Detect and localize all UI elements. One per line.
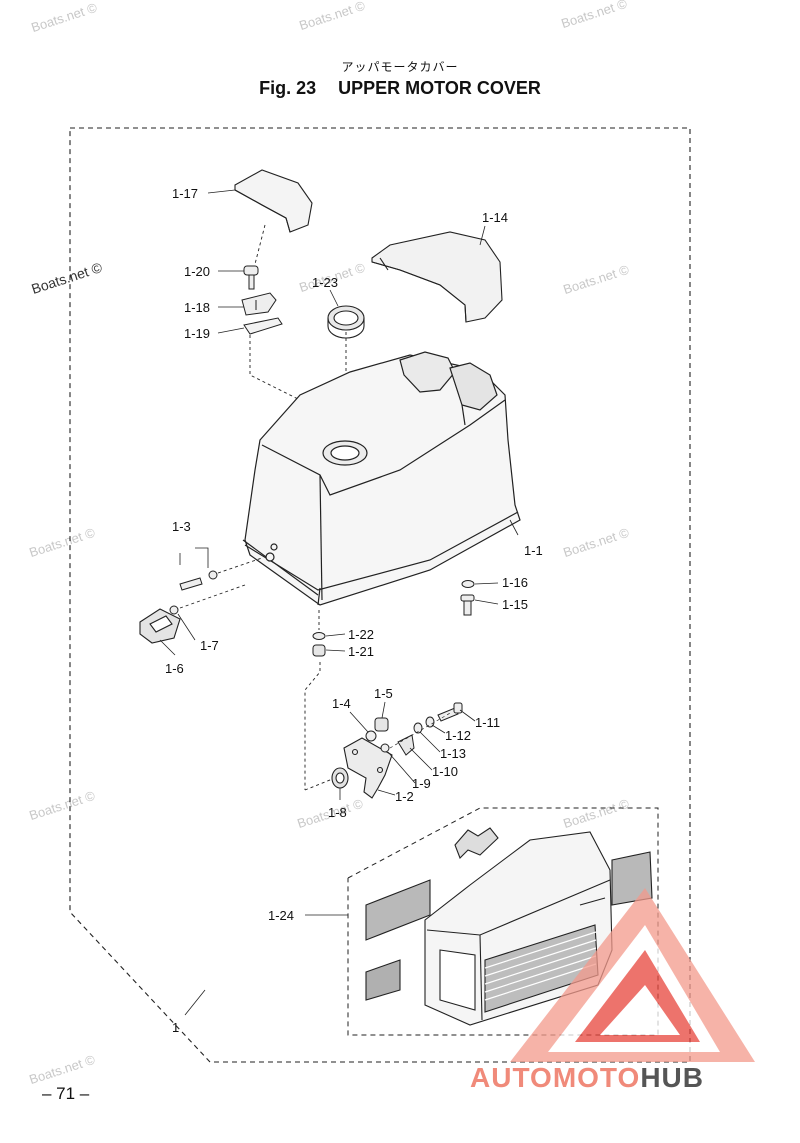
brand-logo-icon [510,888,755,1062]
part-1-19-plate [243,317,283,335]
callout-1-13: 1-13 [440,746,466,761]
callout-1-20: 1-20 [184,264,210,279]
page-number: – 71 – [42,1084,90,1103]
part-1-15-bolt [460,594,475,616]
part-1-9-pin [380,743,390,753]
callout-1-1: 1-1 [524,543,543,558]
part-1-5-bushing [374,717,389,732]
callout-1-9: 1-9 [412,776,431,791]
callout-1-16: 1-16 [502,575,528,590]
callout-1-22: 1-22 [348,627,374,642]
callout-1-5: 1-5 [374,686,393,701]
figure-number: Fig. 23 [259,78,317,98]
part-1-22-washer [312,632,326,640]
part-1-13-washer [413,722,423,734]
callout-1-7: 1-7 [200,638,219,653]
part-1-16-washer [461,580,475,588]
callout-1-11: 1-11 [475,715,500,730]
callout-1-3: 1-3 [172,519,191,534]
assembly-boundary [69,127,691,1063]
part-1-6-grip [139,608,181,644]
callout-1-4: 1-4 [332,696,351,711]
figure-title: Fig. 23 UPPER MOTOR COVER [0,78,800,99]
part-1-4-washer [365,730,377,742]
callout-1-14: 1-14 [482,210,508,225]
callout-1-10: 1-10 [432,764,458,779]
part-1-11-bolt [437,702,463,722]
callout-1-24: 1-24 [268,908,294,923]
callout-1-18: 1-18 [184,300,210,315]
part-1-21-nut [312,644,326,657]
callout-1-15: 1-15 [502,597,528,612]
callout-1-17: 1-17 [172,186,198,201]
callout-1-21: 1-21 [348,644,374,659]
callout-1-2: 1-2 [395,789,414,804]
part-1-10-cam [397,734,415,756]
part-1-18-bracket [241,292,277,316]
part-1-8-seal [331,767,349,789]
part-1-7-washer [169,605,179,615]
callout-1-6: 1-6 [165,661,184,676]
part-1-20-screw [243,265,259,290]
callout-1-8: 1-8 [328,805,347,820]
brand-part-1: AUTOMOTO [470,1062,641,1093]
callout-1: 1 [172,1020,179,1035]
part-1-24-decal-set [365,827,653,1026]
callout-1-19: 1-19 [184,326,210,341]
callout-1-23: 1-23 [312,275,338,290]
leader-lines [159,189,519,1016]
part-1-14-hood [371,231,503,323]
part-1-2-latch-plate [343,737,393,799]
subtitle-japanese: アッパモータカバー [341,60,459,74]
callout-1-12: 1-12 [445,728,471,743]
part-1-12-washer [425,716,435,728]
figure-name: UPPER MOTOR COVER [338,78,541,98]
part-1-3-screw [179,570,218,591]
brand-part-2: HUB [640,1062,704,1093]
part-1-17-cap [234,169,313,233]
callout-labels: 1-17 1-14 1-20 1-23 1-18 1-19 1-3 1-1 1-… [165,186,543,1035]
part-1-1-upper-cover [242,351,521,606]
brand-wordmark: AUTOMOTOHUB [470,1062,800,1102]
